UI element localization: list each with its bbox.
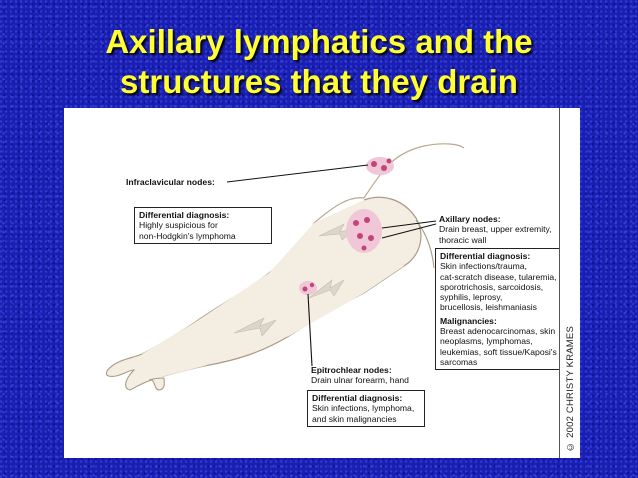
epitrochlear-leader — [307, 293, 313, 367]
bottom-box-line2: and skin malignancies — [312, 413, 397, 424]
bottom-diagnosis-box: Differential diagnosis: Skin infections,… — [307, 390, 425, 427]
right-box-mal-line: leukemias, soft tissue/Kaposi's — [440, 346, 557, 357]
copyright-strip: © 2002 CHRISTY KRAMES — [559, 108, 580, 458]
infraclavicular-heading: Infraclavicular nodes: — [126, 177, 215, 187]
axillary-node-cluster — [346, 209, 382, 253]
right-box-mal-line: neoplasms, lymphomas, — [440, 336, 533, 347]
slide-title-line2: structures that they drain — [120, 63, 518, 100]
left-box-line2: non-Hodgkin's lymphoma — [139, 230, 236, 241]
epitrochlear-label: Epitrochlear nodes: Drain ulnar forearm,… — [311, 365, 409, 386]
right-box-mal-line: sarcomas — [440, 356, 478, 367]
axillary-label: Axillary nodes: Drain breast, upper extr… — [439, 214, 552, 245]
bottom-box-line1: Skin infections, lymphoma, — [312, 403, 415, 414]
axillary-leader-lower — [381, 223, 437, 239]
left-diagnosis-box: Differential diagnosis: Highly suspiciou… — [134, 207, 272, 244]
arm-illustration — [105, 143, 465, 391]
epitrochlear-node-cluster — [299, 281, 317, 295]
right-box-mal-heading: Malignancies: — [440, 315, 497, 326]
right-box-dd-line: sporotrichosis, sarcoidosis, — [440, 281, 544, 292]
axillary-line2: thoracic wall — [439, 234, 487, 245]
bottom-box-heading: Differential diagnosis: — [312, 393, 403, 403]
left-box-heading: Differential diagnosis: — [139, 210, 230, 220]
right-box-dd-heading: Differential diagnosis: — [440, 251, 531, 261]
right-box-dd-line: cat-scratch disease, tularemia, — [440, 271, 557, 282]
axillary-leader-upper — [381, 220, 437, 229]
slide-title-line1: Axillary lymphatics and the — [105, 23, 533, 60]
left-box-line1: Highly suspicious for — [139, 220, 218, 231]
axillary-heading: Axillary nodes: — [439, 214, 501, 224]
copyright-text: © 2002 CHRISTY KRAMES — [565, 326, 576, 452]
right-box-dd-line: brucellosis, leishmaniasis — [440, 302, 537, 313]
right-box-dd-line: syphilis, leprosy, — [440, 292, 503, 303]
right-box-mal-line: Breast adenocarcinomas, skin — [440, 326, 556, 337]
axillary-line1: Drain breast, upper extremity, — [439, 224, 552, 235]
epitrochlear-line1: Drain ulnar forearm, hand — [311, 375, 409, 386]
right-box-dd-line: Skin infections/trauma, — [440, 261, 527, 272]
slide-title: Axillary lymphatics and the structures t… — [0, 22, 638, 102]
right-diagnosis-box: Differential diagnosis: Skin infections/… — [435, 248, 565, 371]
infraclavicular-node-cluster — [366, 157, 394, 175]
infraclavicular-leader — [226, 164, 369, 183]
anatomy-figure: Infraclavicular nodes: Differential diag… — [64, 108, 580, 458]
infraclavicular-label: Infraclavicular nodes: — [126, 177, 215, 187]
epitrochlear-heading: Epitrochlear nodes: — [311, 365, 392, 375]
